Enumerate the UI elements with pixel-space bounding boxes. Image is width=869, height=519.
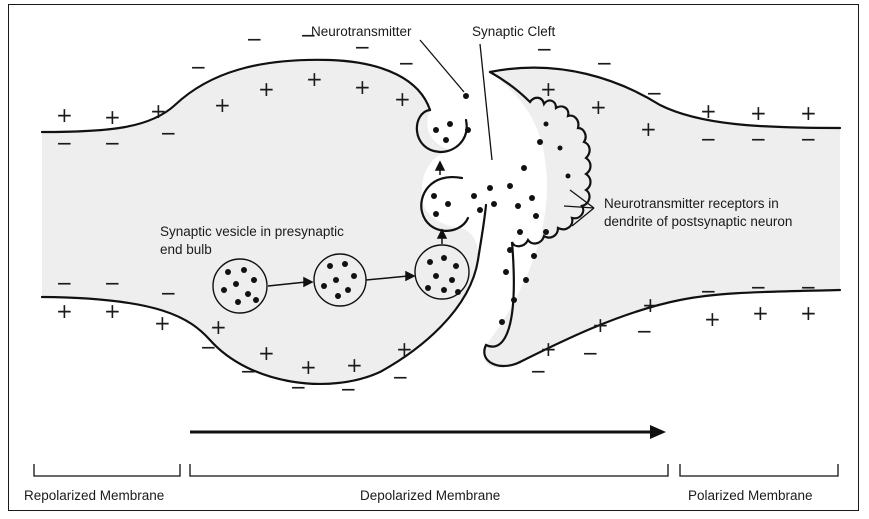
plus-sign: + <box>704 307 721 331</box>
minus-sign: − <box>750 127 767 151</box>
plus-sign: + <box>396 337 413 361</box>
plus-sign: + <box>104 105 121 129</box>
vesicle-label-line1: Synaptic vesicle in presynaptic <box>160 224 344 239</box>
minus-sign: − <box>646 81 663 105</box>
repolarized-label: Repolarized Membrane <box>24 488 164 503</box>
plus-sign: + <box>214 93 231 117</box>
plus-sign: + <box>154 311 171 335</box>
minus-sign: − <box>200 335 217 359</box>
plus-sign: + <box>540 77 557 101</box>
minus-sign: − <box>398 51 415 75</box>
receptors-label-line1: Neurotransmitter receptors in <box>604 196 779 211</box>
minus-sign: − <box>160 121 177 145</box>
plus-sign: + <box>640 117 657 141</box>
minus-sign: − <box>104 131 121 155</box>
receptor-dot <box>544 122 549 127</box>
receptor-dot <box>558 146 563 151</box>
plus-sign: + <box>800 101 817 125</box>
plus-sign: + <box>56 299 73 323</box>
minus-sign: − <box>392 365 409 389</box>
polarized-label: Polarized Membrane <box>688 488 813 503</box>
plus-sign: + <box>346 353 363 377</box>
polarized-bracket <box>680 464 838 476</box>
minus-sign: − <box>240 359 257 383</box>
synaptic-cleft-label: Synaptic Cleft <box>472 24 556 39</box>
minus-sign: − <box>596 51 613 75</box>
minus-sign: − <box>246 27 263 51</box>
minus-sign: − <box>104 271 121 295</box>
propagation-arrow <box>190 425 666 439</box>
membrane-brackets <box>34 464 838 476</box>
minus-sign: − <box>700 127 717 151</box>
repolarized-bracket <box>34 464 180 476</box>
plus-sign: + <box>592 313 609 337</box>
receptor-dot <box>566 174 571 179</box>
minus-sign: − <box>290 375 307 399</box>
plus-sign: + <box>354 75 371 99</box>
receptors-label-line2: dendrite of postsynaptic neuron <box>604 214 792 229</box>
plus-sign: + <box>104 299 121 323</box>
plus-sign: + <box>394 87 411 111</box>
cleft-vesicle <box>421 177 468 231</box>
minus-sign: − <box>750 275 767 299</box>
plus-sign: + <box>258 77 275 101</box>
plus-sign: + <box>306 67 323 91</box>
minus-sign: − <box>56 271 73 295</box>
minus-sign: − <box>530 359 547 383</box>
plus-sign: + <box>800 301 817 325</box>
neurotransmitter-label: Neurotransmitter <box>311 24 412 39</box>
minus-sign: − <box>340 377 357 401</box>
minus-sign: − <box>700 279 717 303</box>
minus-sign: − <box>160 281 177 305</box>
neurotransmitter-leader <box>420 40 464 92</box>
vesicle-label-line2: end bulb <box>160 242 212 257</box>
plus-sign: + <box>540 337 557 361</box>
plus-sign: + <box>590 95 607 119</box>
plus-sign: + <box>642 293 659 317</box>
plus-sign: + <box>258 341 275 365</box>
plus-sign: + <box>752 301 769 325</box>
plus-sign: + <box>56 103 73 127</box>
plus-sign: + <box>700 99 717 123</box>
minus-sign: − <box>800 275 817 299</box>
depolarized-bracket <box>190 464 668 476</box>
minus-sign: − <box>56 131 73 155</box>
minus-sign: − <box>636 319 653 343</box>
minus-sign: − <box>190 55 207 79</box>
depolarized-label: Depolarized Membrane <box>360 488 500 503</box>
minus-sign: − <box>536 37 553 61</box>
plus-sign: + <box>750 101 767 125</box>
plus-sign: + <box>150 99 167 123</box>
minus-sign: − <box>582 341 599 365</box>
cleft-leader <box>480 44 492 160</box>
minus-sign: − <box>800 127 817 151</box>
